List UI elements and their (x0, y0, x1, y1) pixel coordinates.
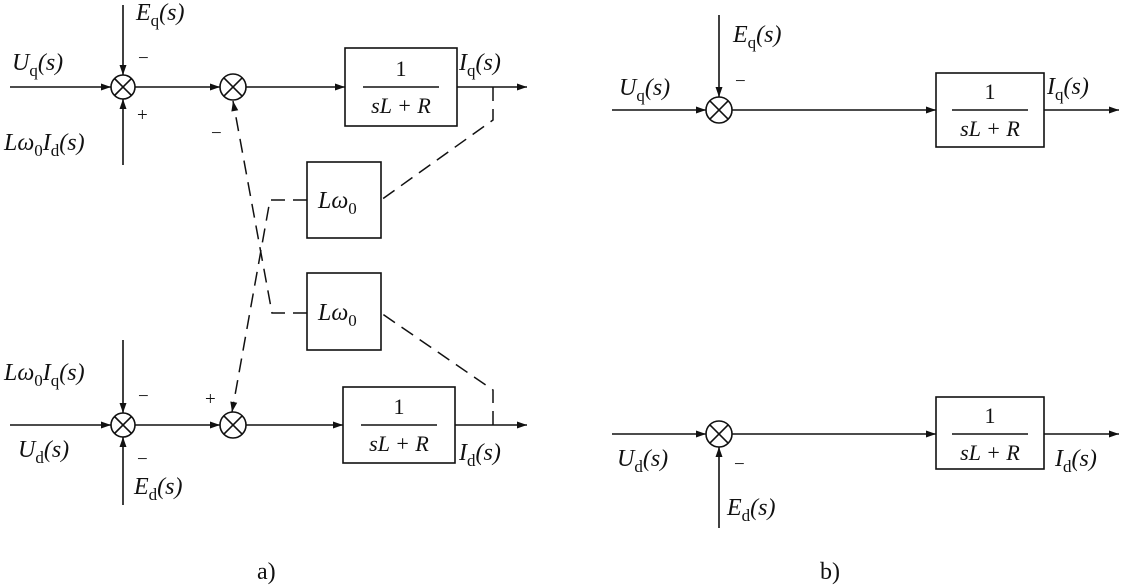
q-block-numerator: 1 (396, 56, 407, 81)
b-d-sum-bottom-sign: − (734, 454, 745, 475)
b-q-sum-top-sign: − (735, 71, 746, 92)
ud-label: Ud(s) (18, 437, 69, 467)
q-sum2-bottom-sign: − (211, 123, 222, 144)
uq-label: Uq(s) (12, 50, 63, 80)
d-block-numerator: 1 (394, 394, 405, 419)
panel-b-caption: b) (820, 559, 840, 585)
iq-pickoff-path (380, 87, 494, 201)
b-d-block-numerator: 1 (985, 403, 996, 428)
b-ed-label: Ed(s) (726, 495, 776, 525)
b-id-output-label: Id(s) (1054, 446, 1097, 476)
b-eq-label: Eq(s) (732, 22, 782, 52)
b-d-summing-junction (705, 420, 733, 448)
b-q-summing-junction (705, 96, 733, 124)
d-sum1-bottom-sign: − (137, 449, 148, 470)
lw0-block-bottom-label: Lω0 (317, 300, 357, 330)
d-sum2-top-sign: + (205, 389, 216, 410)
panel-b: 1 sL + R 1 sL + R Eq(s) Uq(s) Iq(s) Ud(s… (612, 15, 1119, 585)
lw0-block-top (306, 161, 382, 239)
lw-top-to-d-sum-path (230, 199, 307, 413)
b-uq-label: Uq(s) (619, 75, 670, 105)
lw0-id-label: Lω0Id(s) (3, 130, 85, 160)
id-output-label: Id(s) (458, 440, 501, 470)
b-ud-label: Ud(s) (617, 446, 668, 476)
b-d-transfer-block (935, 396, 1045, 470)
b-d-block-denominator: sL + R (960, 440, 1020, 465)
d-sum1-top-sign: − (138, 386, 149, 407)
d-summing-junction-2 (219, 411, 247, 439)
q-summing-junction-1 (110, 74, 136, 100)
q-sum1-top-sign: − (138, 48, 149, 69)
b-iq-output-label: Iq(s) (1046, 74, 1089, 104)
lw0-block-bottom (306, 272, 382, 351)
q-sum1-bottom-sign: + (137, 105, 148, 126)
q-block-denominator: sL + R (371, 93, 431, 118)
panel-a: 1 sL + R 1 sL + R Lω0 Lω0 Eq(s) Uq(s) Lω… (3, 0, 527, 585)
q-summing-junction-2 (219, 73, 247, 101)
iq-output-label: Iq(s) (458, 50, 501, 80)
eq-label: Eq(s) (135, 0, 185, 30)
lw0-block-top-label: Lω0 (317, 188, 357, 218)
d-summing-junction-1 (110, 412, 136, 438)
id-pickoff-path (380, 312, 494, 425)
b-q-block-denominator: sL + R (960, 116, 1020, 141)
lw0-iq-label: Lω0Iq(s) (3, 360, 85, 390)
panel-a-caption: a) (257, 559, 276, 585)
d-block-denominator: sL + R (369, 431, 429, 456)
ed-label: Ed(s) (133, 474, 183, 504)
lw-bottom-to-q-sum-path (231, 100, 307, 314)
b-q-block-numerator: 1 (985, 79, 996, 104)
